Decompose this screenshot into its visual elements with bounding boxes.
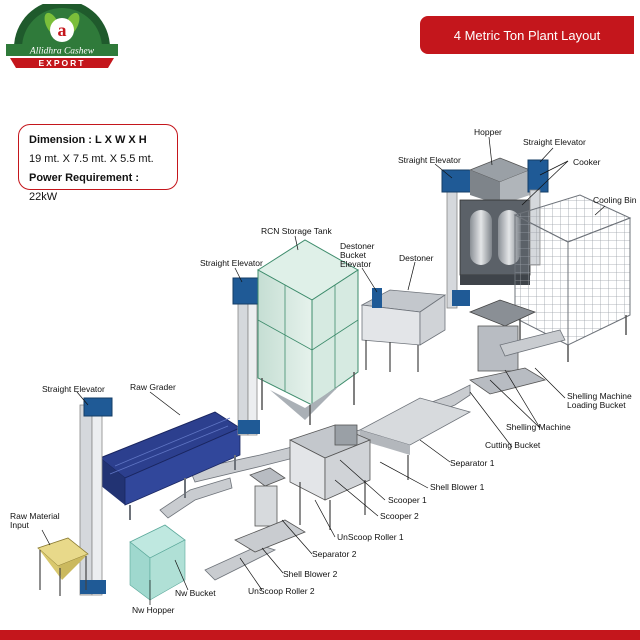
label-straight-elevator-top-right: Straight Elevator	[523, 137, 586, 147]
cooker	[459, 157, 532, 285]
label-shelling-machine-loading-bucket-1: Shelling Machine	[567, 391, 632, 401]
label-unscoop-roller-1: UnScoop Roller 1	[337, 532, 404, 542]
label-straight-elevator-mid: Straight Elevator	[200, 258, 263, 268]
label-straight-elevator-left: Straight Elevator	[42, 384, 105, 394]
label-destoner-bucket-elevator-1: Destoner	[340, 241, 375, 251]
cooling-bin	[513, 194, 632, 362]
label-nw-hopper: Nw Hopper	[132, 605, 175, 615]
label-raw-grader: Raw Grader	[130, 382, 176, 392]
label-straight-elevator-top-left: Straight Elevator	[398, 155, 461, 165]
allidhra-logo: a Allidhra Cashew EXPORT	[6, 4, 118, 68]
label-shell-blower-1: Shell Blower 1	[430, 482, 485, 492]
nw-hopper	[129, 524, 186, 601]
label-raw-material-input-2: Input	[10, 520, 29, 530]
shelling-machine	[468, 299, 566, 395]
dimension-label: Dimension : L X W X H	[29, 134, 147, 146]
rcn-storage-tank	[257, 239, 359, 425]
logo-ribbon: EXPORT	[39, 58, 86, 68]
label-cutting-bucket: Cutting Bucket	[485, 440, 541, 450]
label-nw-bucket: Nw Bucket	[175, 588, 216, 598]
label-shell-blower-2: Shell Blower 2	[283, 569, 338, 579]
logo-brand: Allidhra Cashew	[29, 47, 95, 57]
label-shelling-machine-loading-bucket-2: Loading Bucket	[567, 400, 626, 410]
label-hopper: Hopper	[474, 127, 502, 137]
label-cooker: Cooker	[573, 157, 601, 167]
label-scooper-1: Scooper 1	[388, 495, 427, 505]
raw-material-hopper	[37, 537, 89, 596]
straight-elevator-left	[79, 397, 113, 596]
power-label: Power Requirement :	[29, 172, 140, 184]
label-shelling-machine: Shelling Machine	[506, 422, 571, 432]
scooper-cluster	[234, 424, 372, 553]
conveyor-line	[159, 384, 471, 581]
power-value: 22kW	[29, 191, 58, 203]
leader-lines	[41, 136, 606, 605]
footer-bar	[0, 630, 640, 640]
label-cooling-bin: Cooling Bin	[593, 195, 637, 205]
label-separator-1: Separator 1	[450, 458, 495, 468]
raw-grader	[99, 411, 242, 520]
label-destoner: Destoner	[399, 253, 434, 263]
label-destoner-bucket-elevator-3: Elevator	[340, 259, 372, 269]
label-rcn-storage-tank: RCN Storage Tank	[261, 226, 332, 236]
label-scooper-2: Scooper 2	[380, 511, 419, 521]
dimension-value: 19 mt. X 7.5 mt. X 5.5 mt.	[29, 153, 154, 165]
logo-letter: a	[58, 20, 67, 40]
page-title: 4 Metric Ton Plant Layout	[420, 16, 634, 54]
spec-box: Dimension : L X W X H 19 mt. X 7.5 mt. X…	[18, 124, 178, 203]
label-separator-2: Separator 2	[312, 549, 357, 559]
destoner	[360, 288, 447, 372]
label-unscoop-roller-2: UnScoop Roller 2	[248, 586, 315, 596]
separator-1	[358, 397, 472, 480]
label-raw-material-input-1: Raw Material	[10, 511, 60, 521]
label-destoner-bucket-elevator-2: Bucket	[340, 250, 366, 260]
